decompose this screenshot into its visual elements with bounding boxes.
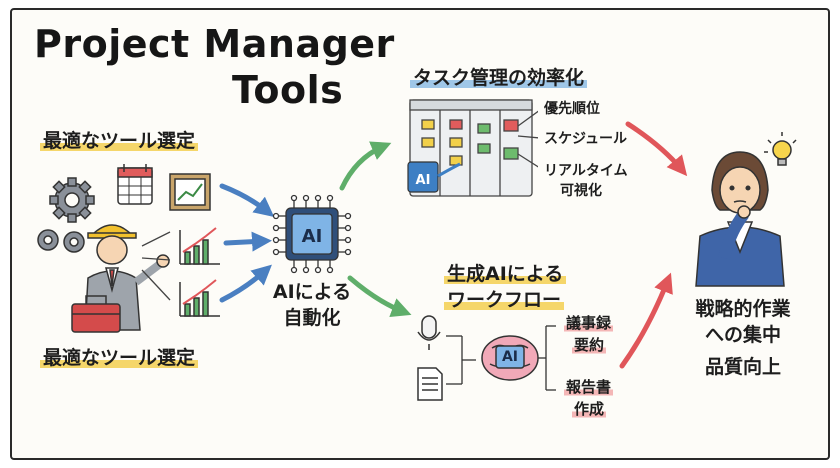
arrow-genai-to-result <box>619 272 673 369</box>
arrow-to-genai-panel <box>347 275 412 318</box>
microphone-icon <box>417 315 441 350</box>
growth-chart-icon <box>179 279 220 317</box>
result-line-2: への集中 <box>704 324 781 346</box>
arrow-to-task-panel <box>339 141 392 191</box>
ai-chip-label: AI <box>301 226 323 247</box>
arrow-to-ai-middle <box>223 231 272 252</box>
output-report-line-2: 作成 <box>572 400 607 419</box>
kanban-board-icon <box>407 99 538 197</box>
task-panel-heading: タスク管理の効率化 <box>410 66 588 90</box>
label-schedule: スケジュール <box>544 131 628 147</box>
title-line-1: Project Manager <box>34 22 395 66</box>
ai-chip-icon <box>407 161 461 193</box>
output-minutes-line-2: 要約 <box>572 336 607 355</box>
arrow-task-to-result <box>625 121 688 177</box>
document-icon <box>417 367 443 401</box>
brain-ai-label: AI <box>501 349 519 365</box>
toolbox-icon <box>71 295 121 333</box>
growth-chart-icon <box>179 227 220 265</box>
label-priority: 優先順位 <box>544 101 600 117</box>
brain-icon <box>481 335 539 381</box>
growth-chart-icon <box>169 173 211 211</box>
result-line-1: 戦略的作業 <box>695 298 791 320</box>
tool-selection-illustration <box>37 164 220 333</box>
ai-automation-caption-line-2: 自動化 <box>283 307 341 329</box>
genai-heading-line-2: ワークフロー <box>444 288 565 312</box>
calendar-icon <box>117 164 153 205</box>
task-ai-chip-label: AI <box>415 173 431 188</box>
label-realtime: リアルタイム <box>544 163 628 179</box>
output-minutes-line-1: 議事録 <box>564 314 614 333</box>
gear-icon <box>49 177 95 223</box>
tool-selection-heading-bottom: 最適なツール選定 <box>40 346 199 370</box>
title-line-2: Tools <box>232 68 344 112</box>
arrow-to-ai-top <box>219 183 275 217</box>
ai-automation-caption-line-1: AIによる <box>272 281 352 303</box>
output-report-line-1: 報告書 <box>564 378 614 397</box>
result-line-3: 品質向上 <box>704 356 781 378</box>
genai-heading-line-1: 生成AIによる <box>444 262 567 286</box>
label-visualization: 可視化 <box>560 183 602 199</box>
thinking-person-icon <box>695 132 797 287</box>
gear-icon <box>37 229 85 253</box>
arrow-to-ai-bottom <box>219 264 272 303</box>
ai-chip-icon <box>272 194 352 274</box>
lightbulb-icon <box>764 132 797 166</box>
tool-selection-heading-top: 最適なツール選定 <box>40 129 199 153</box>
genai-workflow-illustration <box>417 315 556 401</box>
